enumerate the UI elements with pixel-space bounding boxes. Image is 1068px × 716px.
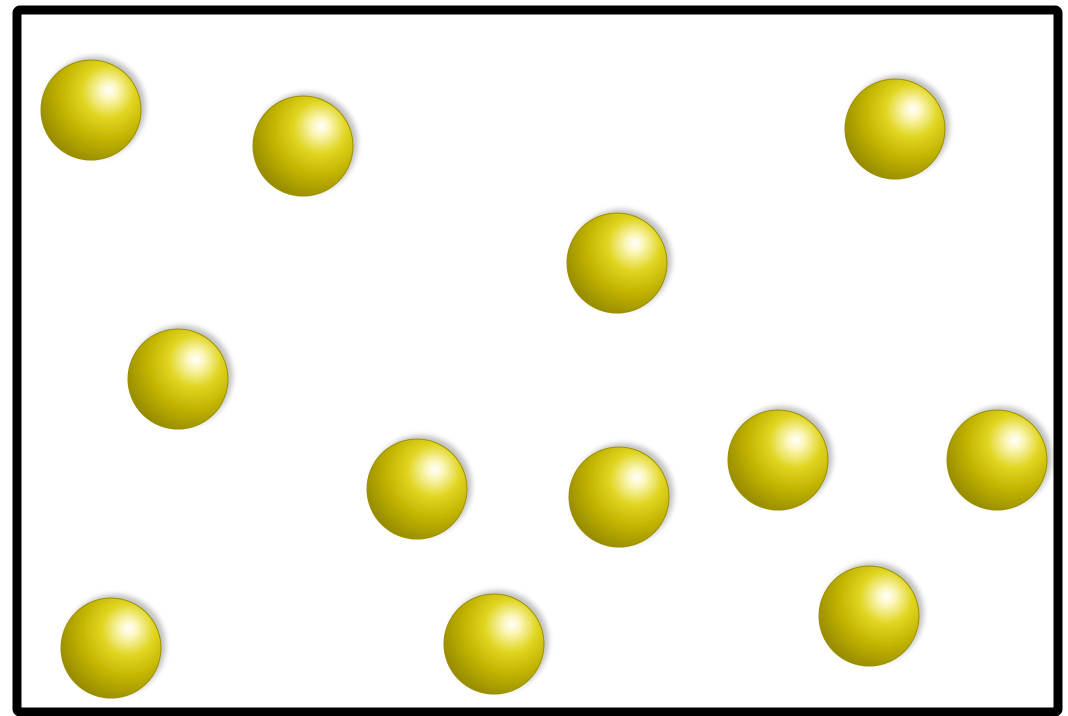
particle-sphere — [444, 594, 544, 694]
particle-sphere — [728, 410, 828, 510]
particle-sphere — [819, 566, 919, 666]
particle-sphere — [128, 329, 228, 429]
particle-sphere — [569, 447, 669, 547]
particle-sphere — [41, 60, 141, 160]
particle-sphere — [947, 410, 1047, 510]
particle-sphere — [367, 439, 467, 539]
particle-sphere — [61, 598, 161, 698]
particle-sphere — [845, 79, 945, 179]
particle-sphere — [253, 96, 353, 196]
particle-sphere — [567, 213, 667, 313]
